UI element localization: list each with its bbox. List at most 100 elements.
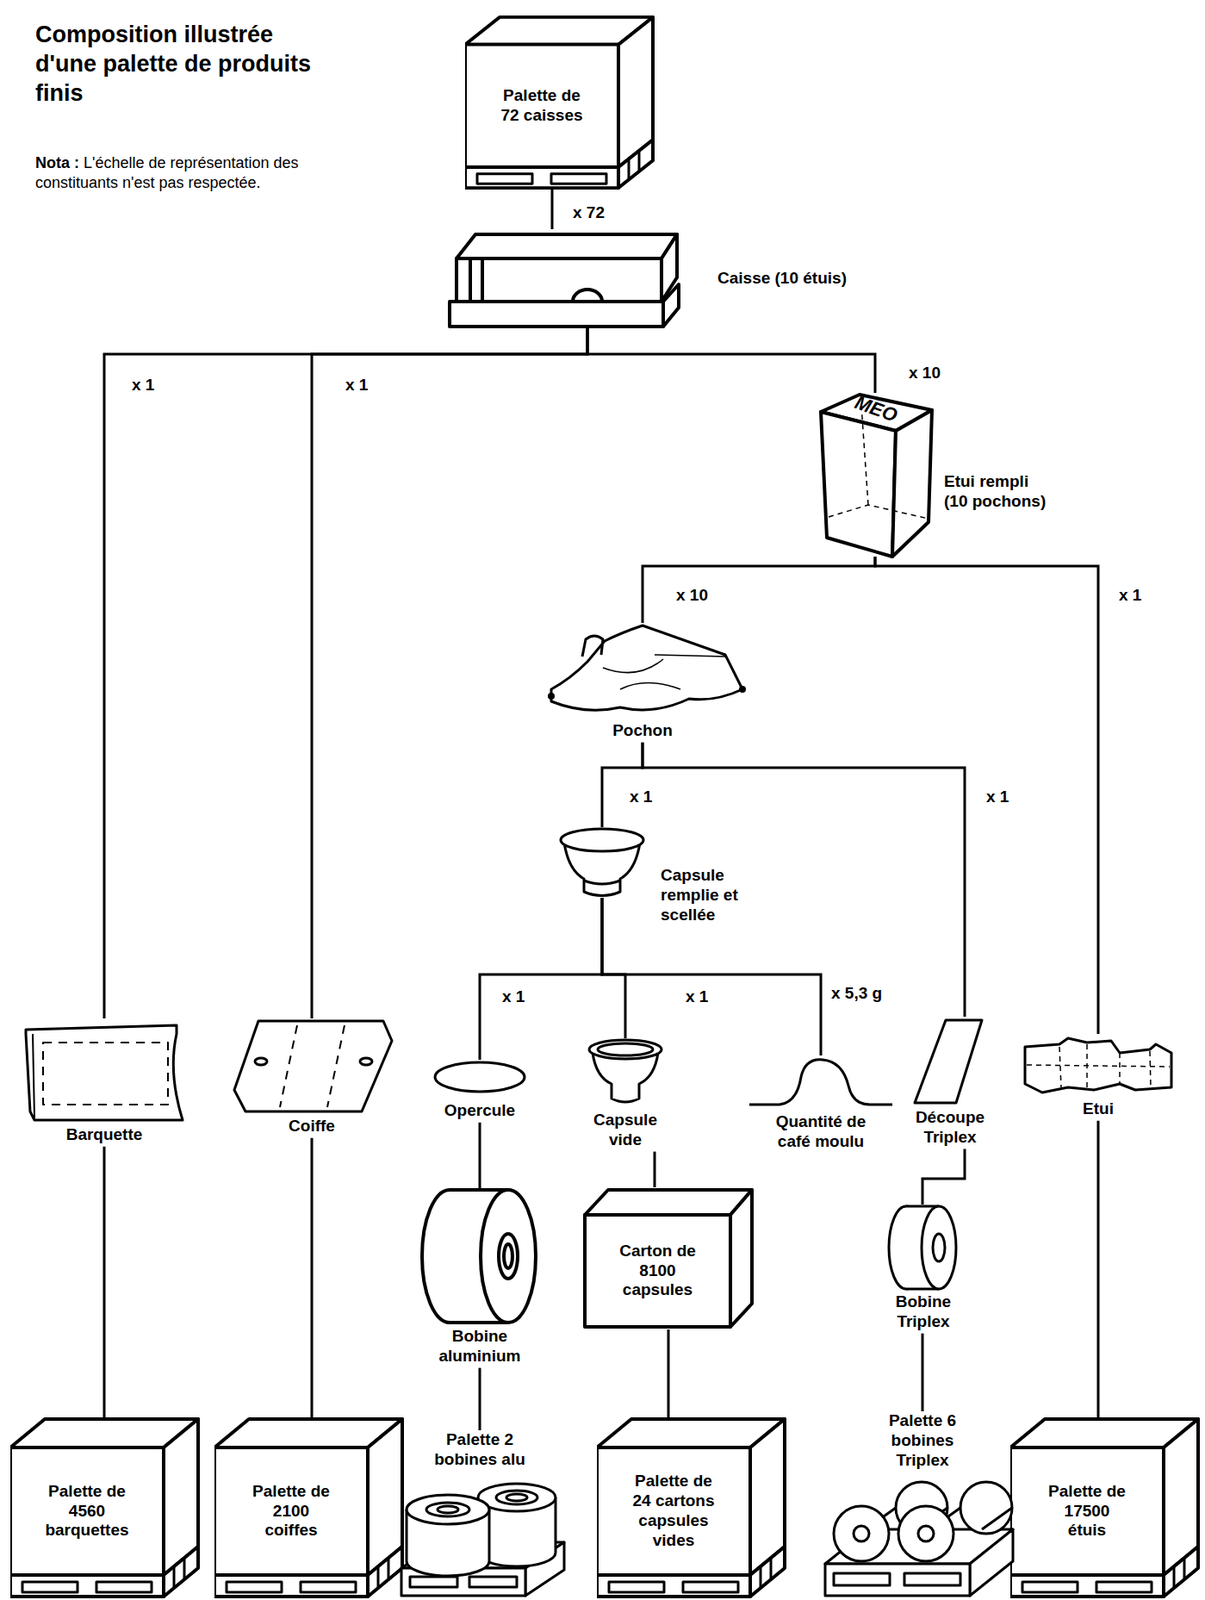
component-node: Etui xyxy=(1020,1033,1176,1121)
palette-illustration xyxy=(465,17,653,188)
component-node: Quantité de café moulu xyxy=(749,1055,893,1154)
component-label: Palette 6 bobines Triplex xyxy=(882,1410,964,1470)
quantity-label: x 10 xyxy=(906,363,944,384)
quantity-label: x 1 xyxy=(342,375,371,396)
component-label: Barquette xyxy=(43,1124,165,1145)
tree-connector xyxy=(922,1149,965,1205)
quantity-label: x 1 xyxy=(983,787,1012,808)
component-label: Bobine aluminium xyxy=(434,1326,526,1367)
component-label: Etui xyxy=(1063,1099,1133,1119)
label-block: Capsule vide xyxy=(577,1110,673,1152)
face-text: Palette de 4560 barquettes xyxy=(10,1447,164,1575)
tree-connector xyxy=(602,742,643,827)
label-block: Palette 6 bobines Triplex xyxy=(827,1410,1018,1470)
etui-illustration xyxy=(1024,1037,1172,1093)
label-block: Barquette xyxy=(24,1124,185,1147)
label-block: Bobine Triplex xyxy=(884,1291,961,1334)
capsule-vide-illustration xyxy=(589,1039,662,1102)
label-block: Bobine aluminium xyxy=(422,1326,538,1368)
tree-connector xyxy=(478,1367,482,1430)
palette-bobines-triplex-illustration xyxy=(825,1481,1013,1596)
tree-connector xyxy=(478,1122,482,1189)
image-space xyxy=(884,1204,961,1292)
side-text: Capsule remplie et scellée xyxy=(660,865,756,925)
component-node: Barquette xyxy=(24,1018,185,1147)
note-heading: Nota : xyxy=(35,154,80,172)
label-block: Opercule xyxy=(428,1100,532,1123)
component-label: Palette de 72 caisses xyxy=(496,86,587,126)
component-label: Capsule remplie et scellée xyxy=(660,865,756,925)
tree-connector xyxy=(1097,1120,1100,1417)
quantity-label: x 5,3 g xyxy=(828,983,885,1004)
face-text: Carton de 8100 capsules xyxy=(584,1214,731,1327)
note: Nota :L'échelle de représentation des co… xyxy=(35,153,333,194)
component-label: Palette de 24 cartons capsules vides xyxy=(628,1471,719,1550)
component-label: Quantité de café moulu xyxy=(770,1111,872,1152)
image-space xyxy=(542,622,743,721)
component-node: Pochon xyxy=(542,622,743,743)
tree-connector xyxy=(602,897,626,1038)
image-space xyxy=(231,1018,392,1117)
tree-connector xyxy=(642,556,876,623)
component-node: Etui rempli (10 pochons) xyxy=(816,392,934,557)
image-space xyxy=(422,1188,538,1327)
component-label: Palette de 4560 barquettes xyxy=(42,1481,132,1541)
cafe-illustration xyxy=(749,1059,893,1105)
component-label: Palette de 2100 coiffes xyxy=(246,1481,336,1541)
image-space xyxy=(395,1469,565,1591)
component-node: Carton de 8100 capsules xyxy=(582,1186,755,1330)
component-label: Palette 2 bobines alu xyxy=(423,1429,536,1470)
component-node: Découpe Triplex xyxy=(902,1016,998,1150)
label-block: Coiffe xyxy=(231,1116,392,1138)
component-label: Découpe Triplex xyxy=(908,1107,992,1148)
diagram-title: Composition illustrée d'une palette de p… xyxy=(35,20,329,108)
tree-connector xyxy=(921,1333,925,1411)
bobine-alu-illustration xyxy=(422,1189,536,1323)
palette-illustration xyxy=(214,1418,403,1597)
label-block: Pochon xyxy=(542,720,743,743)
palette-bobines-alu-illustration xyxy=(401,1483,565,1596)
coiffe-illustration xyxy=(234,1020,392,1112)
image-space xyxy=(428,1059,532,1101)
decoupe-illustration xyxy=(914,1019,982,1103)
component-label: Etui rempli (10 pochons) xyxy=(944,472,1052,512)
image-space xyxy=(577,1037,673,1111)
capsule-remplie-illustration xyxy=(560,828,644,896)
quantity-label: x 1 xyxy=(627,787,655,808)
label-block: Etui xyxy=(1020,1099,1176,1121)
side-text: Etui rempli (10 pochons) xyxy=(944,472,1052,512)
label-block: Quantité de café moulu xyxy=(749,1111,893,1154)
label-block: Découpe Triplex xyxy=(902,1107,998,1150)
pochon-illustration xyxy=(547,625,746,710)
component-label: Carton de 8100 capsules xyxy=(613,1241,703,1300)
component-node: Palette de 2100 coiffes xyxy=(214,1416,404,1598)
face-text: Palette de 72 caisses xyxy=(465,44,619,168)
component-node: Bobine Triplex xyxy=(884,1204,961,1334)
palette-illustration xyxy=(596,1418,785,1597)
side-text: Caisse (10 étuis) xyxy=(717,268,899,289)
component-label: Capsule vide xyxy=(586,1110,665,1150)
image-space xyxy=(1020,1033,1176,1100)
tree-connector xyxy=(104,326,588,1019)
quantity-label: x 10 xyxy=(673,585,711,606)
bobine-triplex-illustration xyxy=(888,1205,957,1289)
component-node: Palette de 17500 étuis xyxy=(1010,1416,1200,1598)
tree-connector xyxy=(587,326,876,393)
component-label: Palette de 17500 étuis xyxy=(1044,1481,1130,1541)
face-text: Palette de 17500 étuis xyxy=(1010,1447,1164,1575)
palette-illustration xyxy=(10,1418,199,1597)
component-label: Coiffe xyxy=(260,1116,364,1137)
component-node: Palette de 4560 barquettes xyxy=(10,1416,200,1598)
component-label: Bobine Triplex xyxy=(884,1291,963,1332)
tree-connector xyxy=(103,1146,106,1417)
component-node: Palette 2 bobines alu xyxy=(395,1429,565,1591)
image-space xyxy=(827,1469,1018,1591)
face-text: Palette de 24 cartons capsules vides xyxy=(596,1447,751,1575)
label-block: Palette 2 bobines alu xyxy=(395,1429,565,1470)
quantity-label: x 72 xyxy=(570,203,608,224)
tree-connector xyxy=(479,897,603,1060)
component-node: Bobine aluminium xyxy=(422,1188,538,1368)
component-node: Palette de 24 cartons capsules vides xyxy=(596,1416,787,1598)
